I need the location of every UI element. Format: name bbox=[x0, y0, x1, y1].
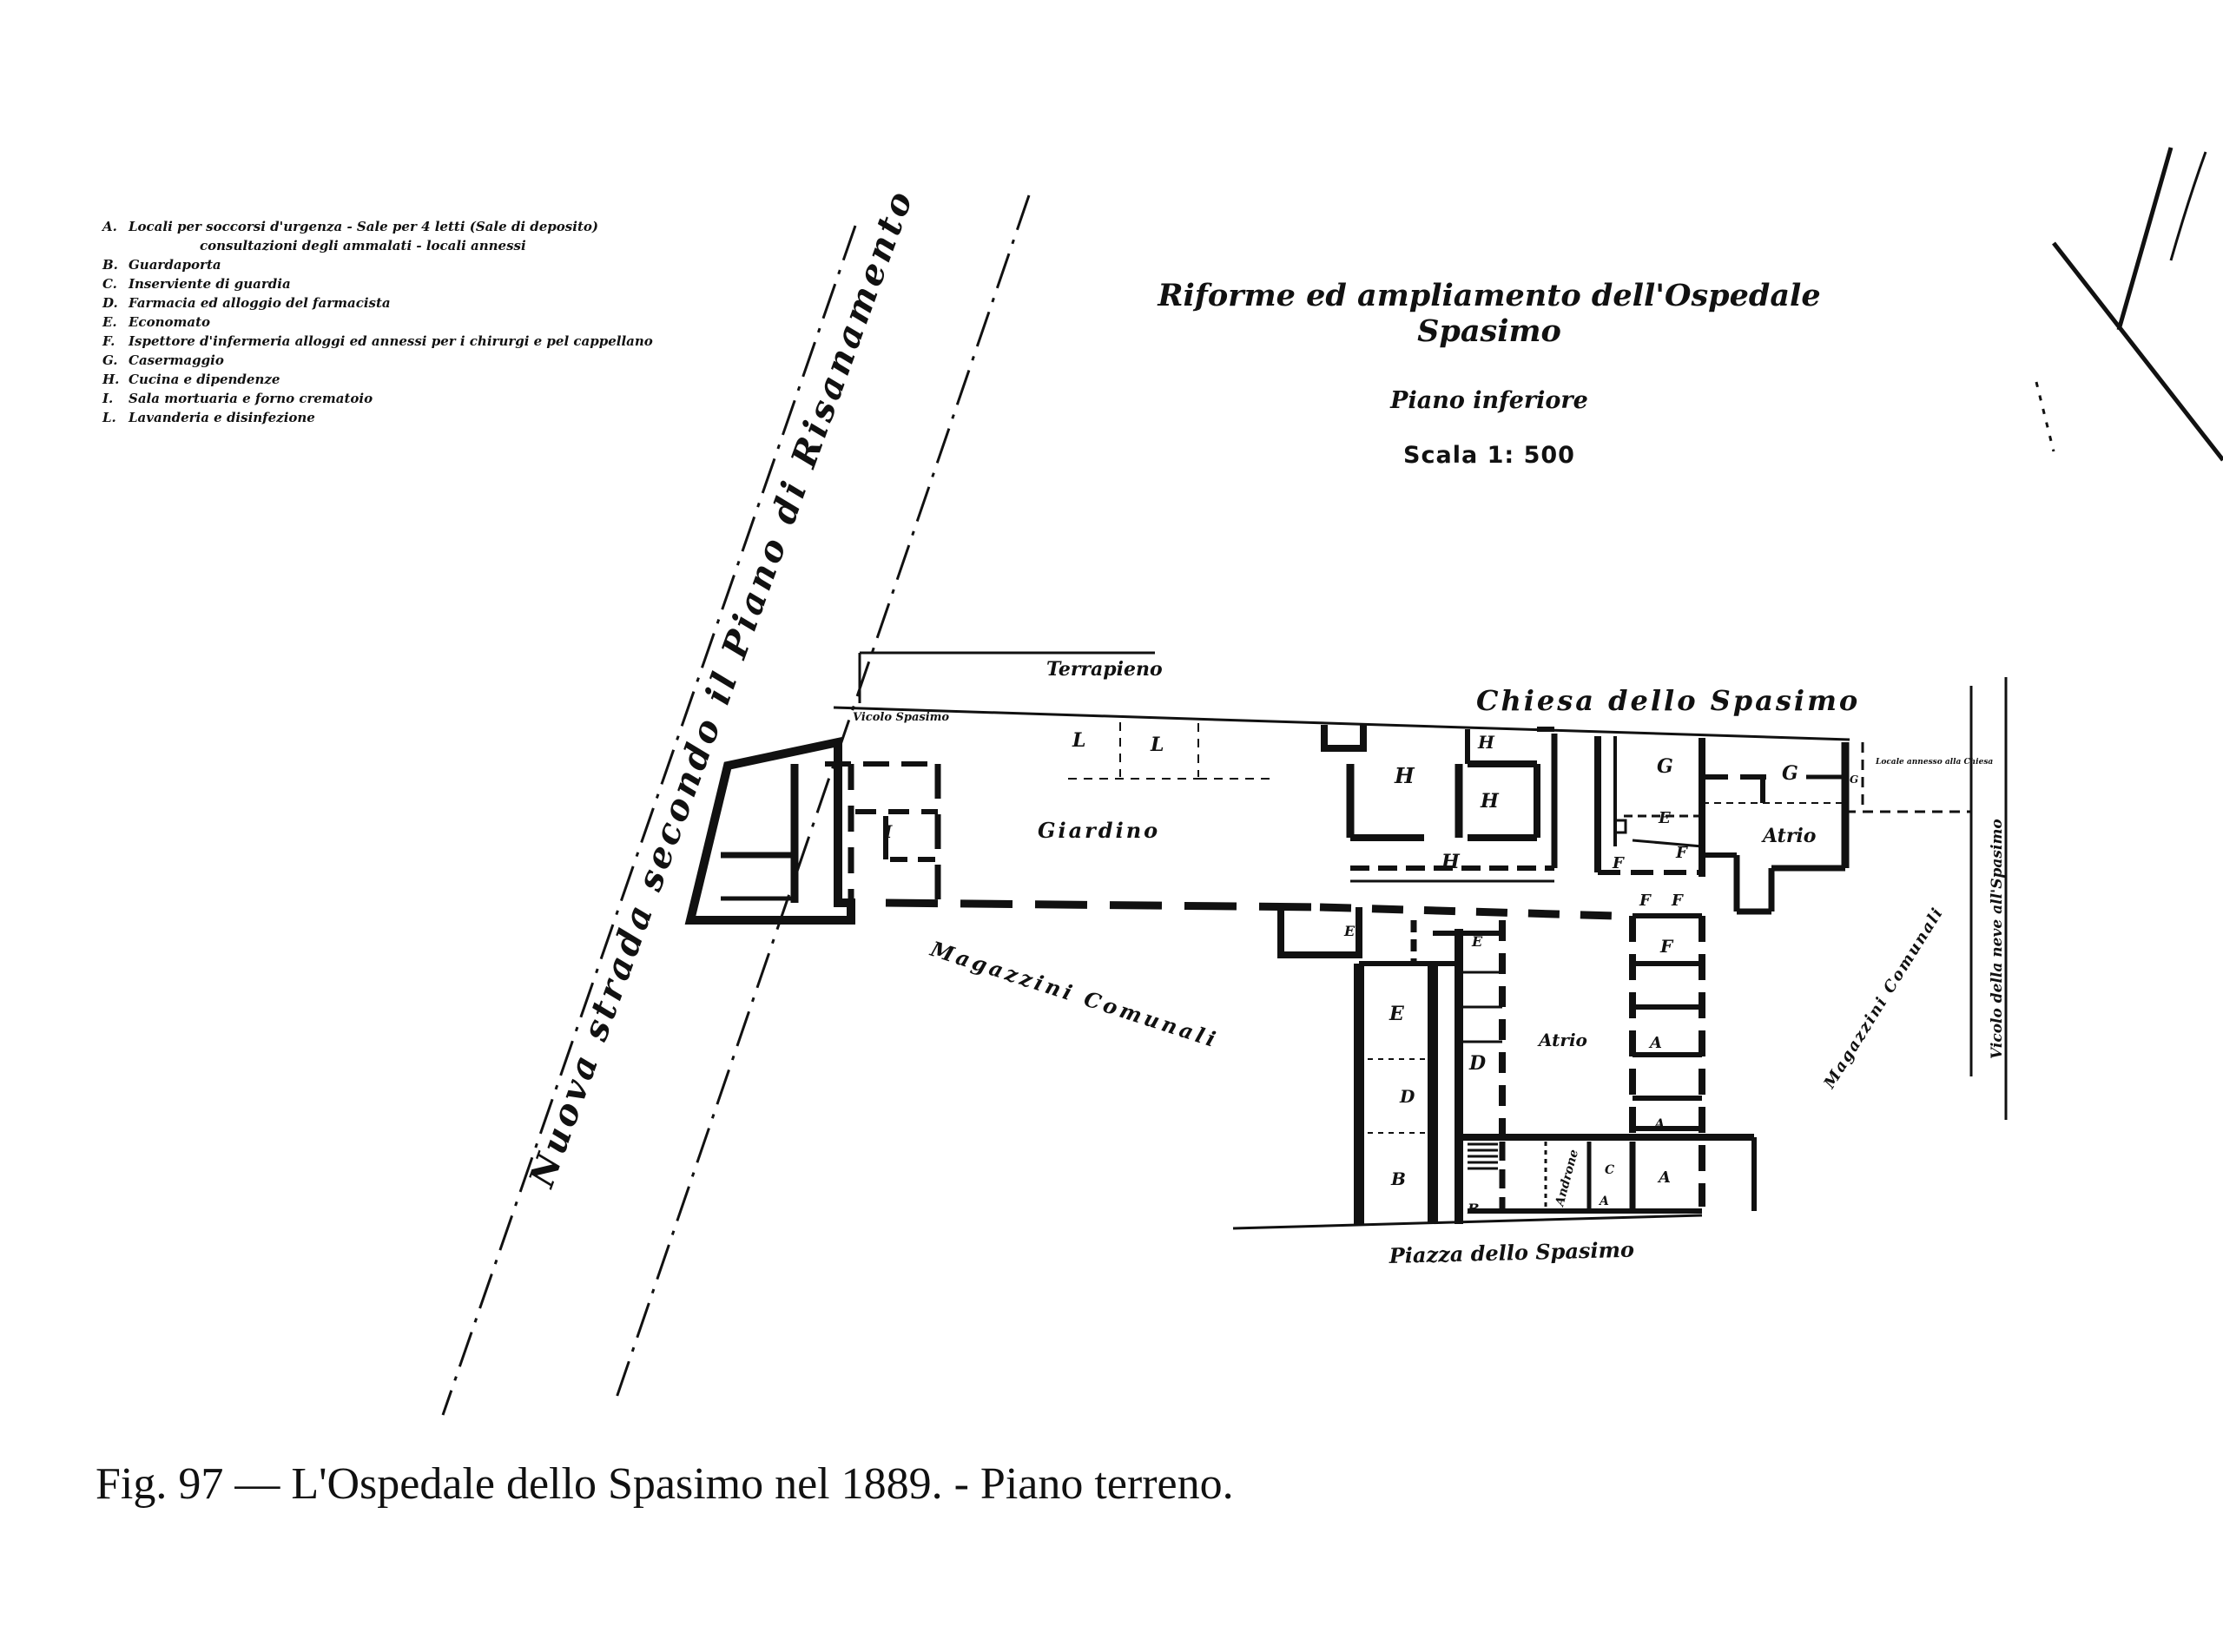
legend-text: Sala mortuaria e forno crematoio bbox=[129, 391, 373, 406]
room-f-label: F bbox=[1659, 936, 1674, 957]
legend-item: H. Cucina e dipendenze bbox=[102, 370, 653, 389]
room-h-label: H bbox=[1477, 732, 1495, 753]
room-d-label: D bbox=[1468, 1052, 1486, 1075]
legend-text: Farmacia ed alloggio del farmacista bbox=[129, 295, 391, 311]
legend-key: A. bbox=[102, 219, 117, 234]
legend-item: consultazioni degli ammalati - locali an… bbox=[102, 236, 653, 255]
wing-a bbox=[1629, 913, 1705, 1207]
legend-key: I. bbox=[102, 391, 114, 406]
room-e-label: E bbox=[1658, 809, 1671, 827]
legend-key: L. bbox=[102, 410, 116, 425]
legend-text: Inserviente di guardia bbox=[129, 276, 291, 292]
legend-item: L. Lavanderia e disinfezione bbox=[102, 408, 653, 427]
legend-item: D. Farmacia ed alloggio del farmacista bbox=[102, 293, 653, 313]
new-road-lines bbox=[441, 194, 1031, 1416]
legend: A. Locali per soccorsi d'urgenza - Sale p… bbox=[102, 217, 653, 427]
piazza-label: Piazza dello Spasimo bbox=[1388, 1237, 1634, 1268]
street-boundaries bbox=[833, 651, 2008, 1230]
room-b-label: B bbox=[1467, 1201, 1480, 1217]
legend-text: consultazioni degli ammalati - locali an… bbox=[200, 238, 526, 253]
legend-text: Cucina e dipendenze bbox=[129, 372, 280, 387]
legend-item: E. Economato bbox=[102, 313, 653, 332]
figure-caption: Fig. 97 — L'Ospedale dello Spasimo nel 1… bbox=[96, 1459, 1234, 1509]
room-e-label: E bbox=[1343, 923, 1356, 939]
nuova-strada-label: Nuova strada secondo il Piano di Risanam… bbox=[521, 183, 922, 1194]
south-dashed-wall bbox=[885, 898, 1616, 920]
legend-item: C. Inserviente di guardia bbox=[102, 274, 653, 293]
legend-text: Economato bbox=[129, 314, 211, 330]
chiesa-label: Chiesa dello Spasimo bbox=[1476, 684, 1860, 717]
room-h-label: H bbox=[1441, 851, 1461, 873]
room-a-label: A bbox=[1598, 1195, 1609, 1208]
room-e-label: E bbox=[1471, 933, 1483, 950]
plan-subtitle: Piano inferiore bbox=[1390, 387, 1588, 414]
plan-title-block: Riforme ed ampliamento dell'Ospedale Spa… bbox=[1120, 278, 1858, 469]
legend-text: Locali per soccorsi d'urgenza - Sale per… bbox=[129, 219, 598, 234]
androne-label: Androne bbox=[1553, 1148, 1581, 1209]
legend-key: H. bbox=[102, 372, 120, 387]
central-lower-building bbox=[1277, 907, 1757, 1224]
legend-item: A. Locali per soccorsi d'urgenza - Sale p… bbox=[102, 217, 653, 236]
room-d-label: D bbox=[1399, 1086, 1415, 1107]
room-e-label: E bbox=[1389, 1003, 1405, 1025]
legend-key: G. bbox=[102, 352, 118, 368]
room-i-label: I bbox=[883, 821, 893, 842]
room-c-label: C bbox=[1605, 1163, 1614, 1177]
room-a-label: A bbox=[1648, 1034, 1662, 1052]
plan-title: Riforme ed ampliamento dell'Ospedale Spa… bbox=[1158, 278, 1821, 349]
locale-annesso-label: Locale annesso alla Chiesa bbox=[1875, 758, 1993, 767]
room-h-label: H bbox=[1480, 790, 1500, 813]
legend-item: F. Ispettore d'infermeria alloggi ed anne… bbox=[102, 332, 653, 351]
legend-text: Guardaporta bbox=[129, 257, 221, 273]
magazzini-left-label: Magazzini Comunali bbox=[927, 936, 1222, 1053]
kitchen-block-h bbox=[1321, 725, 1558, 883]
room-l-label: L bbox=[1150, 734, 1164, 756]
magazzini-right-label: Magazzini Comunali bbox=[1820, 904, 1948, 1092]
legend-key: D. bbox=[102, 295, 118, 311]
room-l-label: L bbox=[1072, 729, 1085, 752]
garden-l-walls bbox=[1068, 722, 1276, 780]
room-g-label: G bbox=[1657, 755, 1673, 778]
legend-text: Lavanderia e disinfezione bbox=[129, 410, 315, 425]
terrapieno-label: Terrapieno bbox=[1046, 658, 1163, 681]
room-h-label: H bbox=[1394, 763, 1415, 788]
room-a-label: A bbox=[1652, 1116, 1665, 1132]
legend-item: I. Sala mortuaria e forno crematoio bbox=[102, 389, 653, 408]
plan-labels: Terrapieno Chiesa dello Spasimo Vicolo S… bbox=[521, 183, 2006, 1268]
giardino-label: Giardino bbox=[1038, 818, 1160, 843]
room-f-label: F bbox=[1639, 892, 1652, 910]
legend-key: C. bbox=[102, 276, 117, 292]
building-i bbox=[684, 736, 941, 925]
vicolo-spasimo-label: Vicolo Spasimo bbox=[853, 711, 949, 724]
room-a-label: A bbox=[1657, 1168, 1671, 1187]
corner-cross-mark bbox=[2035, 147, 2223, 462]
legend-text: Casermaggio bbox=[129, 352, 224, 368]
room-b-label: B bbox=[1390, 1168, 1406, 1189]
legend-item: B. Guardaporta bbox=[102, 255, 653, 274]
room-f-label: F bbox=[1675, 844, 1688, 862]
legend-text: Ispettore d'infermeria alloggi ed anness… bbox=[129, 333, 653, 349]
legend-key: F. bbox=[102, 333, 115, 349]
legend-key: E. bbox=[102, 314, 117, 330]
room-g-label: G bbox=[1850, 773, 1858, 786]
atrio-upper-label: Atrio bbox=[1761, 825, 1816, 847]
vicolo-right-label: Vicolo della neve all'Spasimo bbox=[1989, 819, 2006, 1059]
legend-item: G. Casermaggio bbox=[102, 351, 653, 370]
block-g-f bbox=[1594, 736, 1850, 915]
atrio-lower-label: Atrio bbox=[1537, 1030, 1587, 1050]
legend-key: B. bbox=[102, 257, 118, 273]
plan-scale: Scala 1: 500 bbox=[1403, 442, 1575, 469]
room-f-label: F bbox=[1612, 854, 1625, 872]
room-g-label: G bbox=[1782, 762, 1798, 785]
room-f-label: F bbox=[1671, 892, 1684, 910]
